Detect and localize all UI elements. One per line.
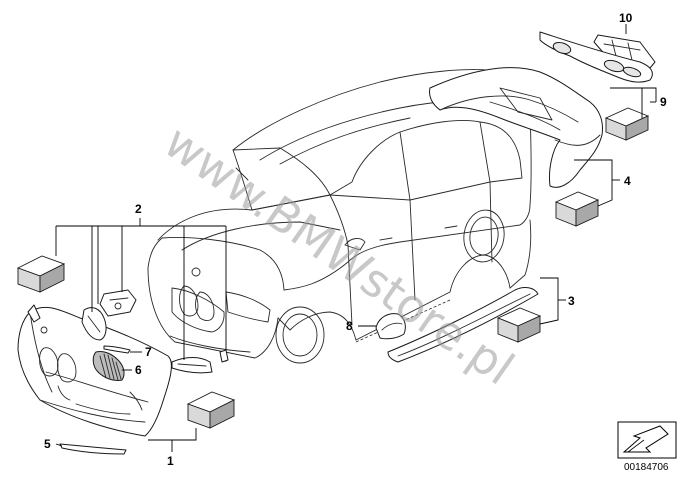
kit-box-2: [16, 255, 66, 293]
car-outline: [147, 69, 532, 364]
kit-box-3: [496, 307, 542, 343]
watermark-text: www.BMWstore.pl: [155, 114, 524, 395]
callout-9: 9: [660, 95, 667, 109]
leader-lines: [55, 24, 657, 452]
callout-5: 5: [44, 437, 51, 451]
callout-1: 1: [167, 454, 174, 468]
orientation-arrow-icon: [617, 421, 677, 459]
part-7-trim-strip: [103, 345, 131, 354]
diagram-code: 00184706: [624, 462, 669, 473]
callout-10: 10: [619, 11, 633, 25]
callout-8: 8: [346, 319, 353, 333]
part-2-air-ducts: [81, 289, 229, 374]
callout-2: 2: [135, 202, 142, 216]
callout-6: 6: [135, 363, 142, 377]
part-5-front-splitter: [59, 443, 127, 455]
part-3-side-skirt: [387, 286, 539, 363]
callout-7: 7: [145, 345, 152, 359]
part-9-rear-diffuser: [539, 31, 653, 83]
part-8-mirror-cap: [375, 313, 406, 340]
callout-4: 4: [624, 174, 631, 188]
kit-box-9: [604, 107, 650, 141]
kit-box-1: [186, 391, 236, 429]
kit-box-4: [554, 191, 600, 227]
callout-3: 3: [568, 294, 575, 308]
part-4-rear-bumper: [429, 67, 603, 188]
part-6-kidney-grille: [92, 351, 125, 381]
